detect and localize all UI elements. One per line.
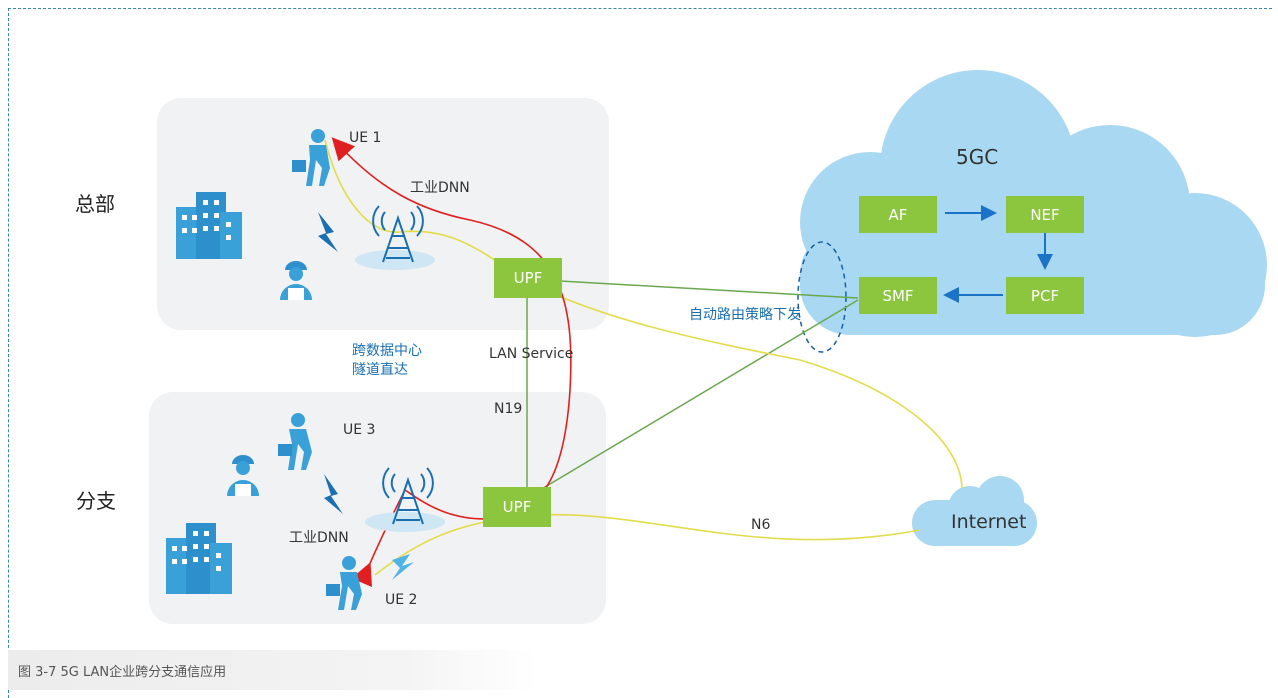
n6-label: N6 [751, 517, 771, 533]
af-box: AF [859, 196, 937, 233]
hq-user-plane-path [324, 139, 963, 489]
internet-label: Internet [951, 511, 1027, 533]
policy-label: 自动路由策略下发 [689, 307, 801, 323]
upf-branch-to-smf-link [539, 299, 859, 491]
branch-dnn-label: 工业DNN [289, 530, 349, 546]
ue2-signal-bolt-icon [392, 554, 414, 580]
ue1-worker-icon [292, 129, 330, 186]
hq-dnn-label: 工业DNN [410, 180, 470, 196]
tunnel-label-line2: 隧道直达 [352, 362, 408, 378]
ue2-label: UE 2 [385, 592, 418, 608]
branch-signal-bolt-icon [324, 474, 343, 514]
figure-frame [8, 8, 1272, 698]
smf-box: SMF [859, 277, 937, 314]
branch-user-plane-path [374, 513, 921, 576]
tunnel-label-line1: 跨数据中心 [352, 343, 422, 359]
hq-building-icon [176, 192, 242, 259]
ue3-worker-icon [278, 413, 312, 470]
branch-zone [149, 392, 606, 624]
figure-caption: 图 3-7 5G LAN企业跨分支通信应用 [8, 650, 538, 690]
ue3-label: UE 3 [343, 422, 376, 438]
branch-building-icon [166, 523, 232, 594]
internet-cloud [912, 476, 1037, 546]
n19-label: N19 [494, 401, 523, 417]
ue2-worker-icon [326, 556, 362, 610]
branch-laptop-worker-icon [227, 455, 259, 496]
upf-hq-to-smf-link [559, 280, 859, 299]
branch-base-station-icon [365, 467, 445, 532]
pcf-box: PCF [1006, 277, 1084, 314]
nef-box: NEF [1006, 196, 1084, 233]
hq-site-label: 总部 [75, 192, 115, 216]
ue1-label: UE 1 [349, 130, 382, 146]
hq-laptop-worker-icon [280, 261, 312, 300]
hq-base-station-icon [355, 205, 435, 270]
lan-service-label: LAN Service [489, 346, 574, 362]
hq-signal-bolt-icon [318, 212, 338, 252]
upf-branch-box: UPF [483, 487, 551, 527]
upf-hq-box: UPF [494, 258, 562, 298]
branch-site-label: 分支 [76, 489, 116, 513]
5gc-title: 5GC [956, 145, 999, 169]
